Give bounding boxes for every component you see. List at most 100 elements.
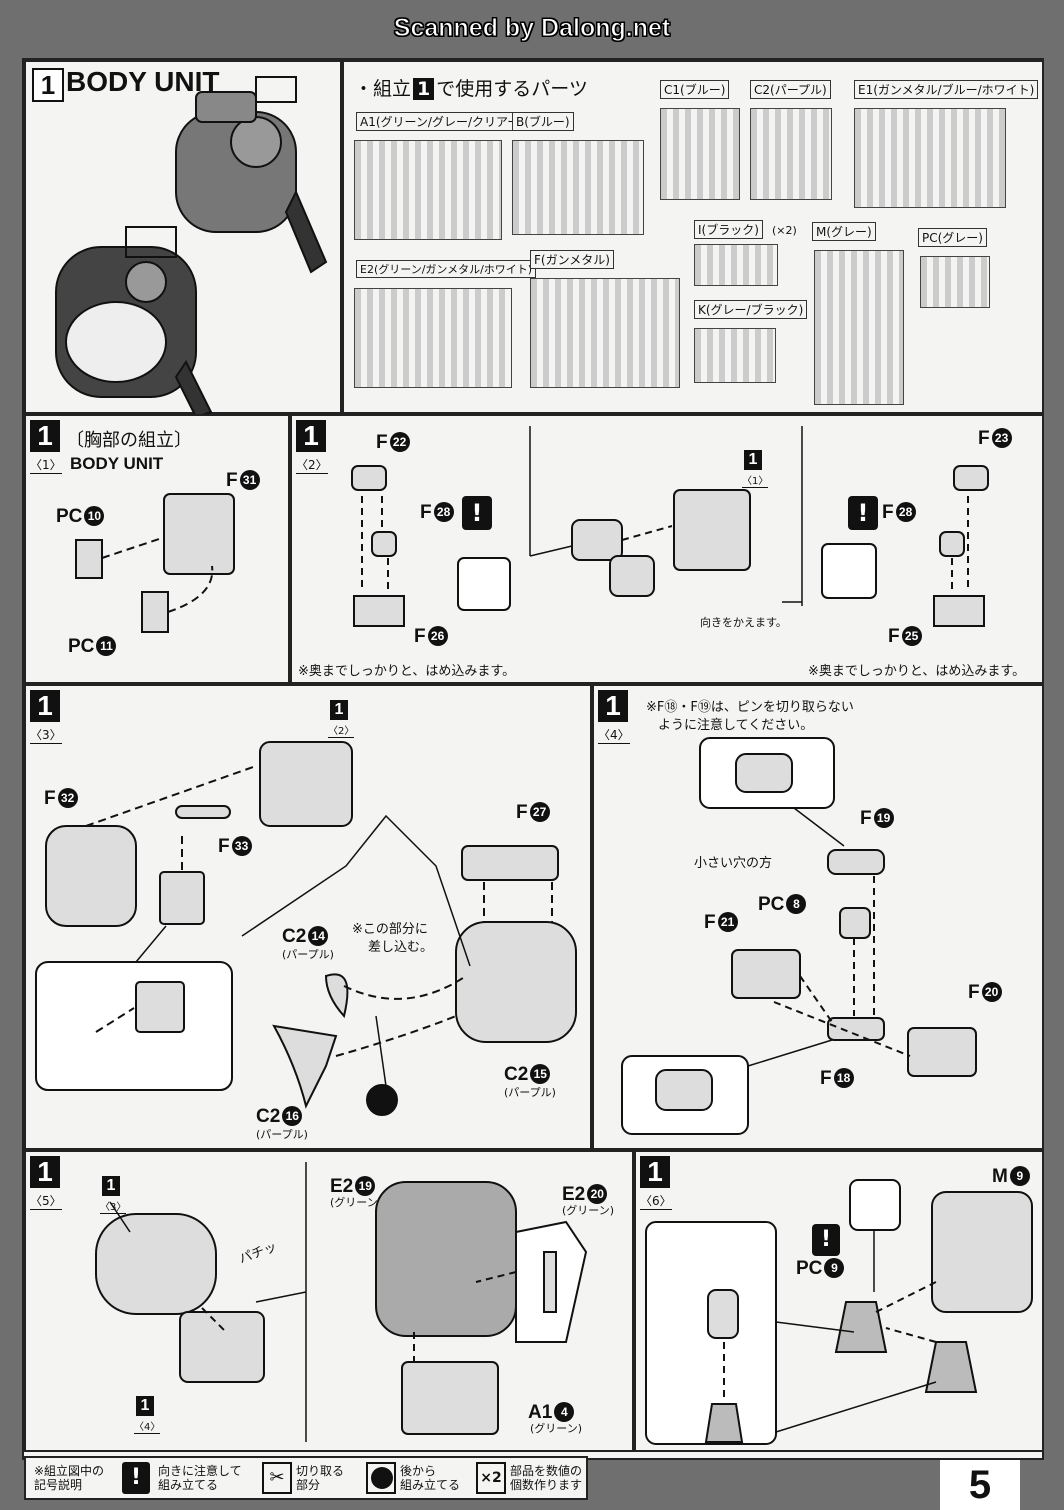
step1-5-diagram bbox=[95, 1162, 588, 1442]
step1-2-diagram bbox=[351, 426, 989, 627]
part-e2-19-color: (グリーン) bbox=[330, 1196, 383, 1209]
body-unit-illustration bbox=[55, 76, 328, 419]
runner-pc bbox=[920, 256, 990, 308]
step1-5-ref4-number: 1 bbox=[136, 1396, 154, 1416]
part-f33-number: 33 bbox=[231, 836, 252, 856]
part-f20-number: 20 bbox=[981, 982, 1002, 1002]
step1-4-note-2: ように注意してください。 bbox=[658, 718, 814, 733]
part-f22-number: 22 bbox=[389, 432, 410, 452]
runner-i bbox=[694, 244, 778, 286]
legend-back-line1: 後から bbox=[400, 1464, 437, 1478]
step1-6-sub: 〈6〉 bbox=[640, 1194, 672, 1210]
legend-item-caution: 向きに注意して 組み立てる bbox=[158, 1464, 242, 1492]
runner-label-c1: C1(ブルー) bbox=[660, 80, 730, 99]
legend-caution-line2: 組み立てる bbox=[158, 1478, 219, 1492]
part-f26-number: 26 bbox=[427, 626, 448, 646]
part-a1-4-color: (グリーン) bbox=[530, 1422, 583, 1435]
step1-5-number: 1 bbox=[30, 1156, 60, 1188]
runner-label-a1: A1(グリーン/グレー/クリアー) bbox=[356, 112, 528, 131]
legend-cut-line2: 部分 bbox=[296, 1478, 321, 1492]
part-f28-left-number: 28 bbox=[433, 502, 454, 522]
step1-2-note-right: ※奥までしっかりと、はめ込みます。 bbox=[808, 664, 1026, 679]
section-title: BODY UNIT bbox=[66, 66, 220, 97]
step1-3-ref-number: 1 bbox=[330, 700, 348, 720]
step1-6-box: 1 〈6〉 M9 ! PC9 I3 I4 ×2 bbox=[634, 1150, 1044, 1452]
step1-6-diagram bbox=[645, 1179, 1033, 1445]
step1-4-note-1: ※F⑱・F⑲は、ピンを切り取らない bbox=[646, 700, 854, 715]
part-pc9-number: 9 bbox=[824, 1258, 845, 1278]
step1-4-diagram bbox=[621, 737, 977, 1135]
legend-item-cut: 切り取る 部分 bbox=[296, 1464, 344, 1492]
caution-icon-step6: ! bbox=[812, 1224, 840, 1256]
part-e2-20-number: 20 bbox=[587, 1184, 608, 1204]
step1-2-ref-sub: 〈1〉 bbox=[742, 472, 769, 488]
caution-icon-left: ! bbox=[462, 496, 492, 530]
part-a1-4-number: 4 bbox=[554, 1402, 575, 1422]
part-c2-16-number: 16 bbox=[282, 1106, 303, 1126]
step1-1-subtitle: BODY UNIT bbox=[70, 454, 164, 473]
part-f19-number: 19 bbox=[873, 808, 894, 828]
step1-6-number: 1 bbox=[640, 1156, 670, 1188]
small-hole-note: 小さい穴の方 bbox=[694, 856, 773, 871]
step1-1-sub: 〈1〉 bbox=[30, 458, 62, 474]
part-f32-number: 32 bbox=[57, 788, 78, 808]
part-pc11-number: 11 bbox=[96, 636, 117, 656]
step1-1-diagram bbox=[75, 493, 235, 633]
runner-e1 bbox=[854, 108, 1006, 208]
runner-c1 bbox=[660, 108, 740, 200]
step1-3-ref-sub: 〈2〉 bbox=[328, 722, 355, 738]
parts-list-title-prefix: ・組立 bbox=[354, 78, 412, 100]
step1-2-sub: 〈2〉 bbox=[296, 458, 328, 474]
step1-2-turn-note: 向きをかえます。 bbox=[700, 616, 787, 629]
insert-note-1: ※この部分に bbox=[352, 922, 428, 937]
part-m9-number: 9 bbox=[1009, 1166, 1030, 1186]
caution-icon-right: ! bbox=[848, 496, 878, 530]
part-f23-number: 23 bbox=[991, 428, 1012, 448]
part-f21-number: 21 bbox=[717, 912, 738, 932]
step1-3-diagram bbox=[35, 741, 577, 1116]
part-pc8-number: 8 bbox=[786, 894, 807, 914]
runner-c2 bbox=[750, 108, 832, 200]
insert-note-2: 差し込む。 bbox=[368, 940, 434, 955]
runner-f bbox=[530, 278, 680, 388]
part-pc10-letter: PC bbox=[56, 506, 83, 527]
legend-title-line2: 記号説明 bbox=[34, 1478, 83, 1492]
runner-label-c2: C2(パープル) bbox=[750, 80, 831, 99]
runner-label-b: B(ブルー) bbox=[512, 112, 574, 131]
part-e2-20-color: (グリーン) bbox=[562, 1204, 615, 1217]
legend-caution-line1: 向きに注意して bbox=[158, 1464, 242, 1478]
part-c2-16-color: (パープル) bbox=[256, 1128, 308, 1141]
legend-caution-icon: ! bbox=[122, 1462, 150, 1494]
legend-bar: ※組立図中の 記号説明 ! 向きに注意して 組み立てる ✂ 切り取る 部分 後か… bbox=[24, 1456, 588, 1500]
parts-list-title-num: 1 bbox=[413, 78, 435, 100]
step1-1-number: 1 bbox=[30, 420, 60, 452]
part-c2-15-color: (パープル) bbox=[504, 1086, 556, 1099]
runner-label-i: I(ブラック) bbox=[694, 220, 763, 239]
part-c2-14-number: 14 bbox=[308, 926, 329, 946]
runner-label-e1: E1(ガンメタル/ブルー/ホワイト) bbox=[854, 80, 1039, 99]
parts-list-title-suffix: で使用するパーツ bbox=[436, 78, 588, 100]
runner-label-k: K(グレー/ブラック) bbox=[694, 300, 808, 319]
runner-i-qty: (×2) bbox=[772, 224, 797, 237]
